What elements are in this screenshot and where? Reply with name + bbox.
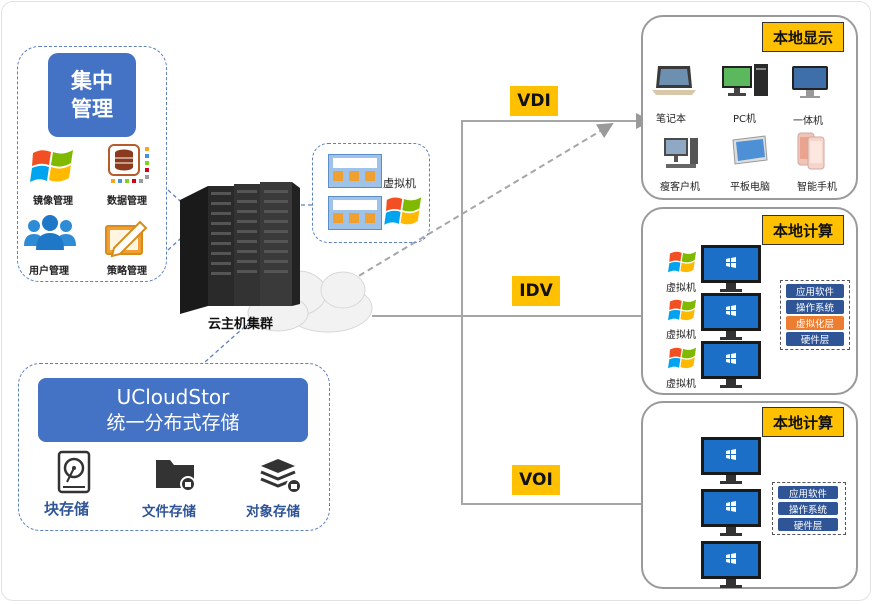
storage-title-line2: 统一分布式存储: [106, 412, 240, 434]
management-box: [17, 46, 167, 282]
monitor-icon: [701, 245, 761, 292]
mode-voi-label: VOI: [512, 465, 560, 495]
server-cluster: [180, 182, 373, 333]
idv-vm-windows-icon-2: [668, 299, 697, 321]
voi-layer-os: 操作系统: [778, 502, 838, 516]
stack-icon: [260, 459, 302, 494]
smartphone-icon: [797, 132, 825, 170]
monitor-icon: [701, 293, 761, 340]
voi-layer-stack: [772, 482, 846, 535]
storage-title: UCloudStor 统一分布式存储: [38, 378, 308, 442]
monitor-icon: [701, 489, 761, 536]
voi-panel-tag: 本地计算: [762, 407, 844, 437]
desktop-pc-icon: [722, 64, 768, 96]
idv-monitor-1: [700, 244, 762, 298]
idv-vm-label-2: 虚拟机: [666, 330, 696, 341]
idv-monitor-2: [700, 292, 762, 346]
idv-vm-windows-icon-3: [668, 347, 697, 369]
storage-object-label: 对象存储: [246, 504, 300, 520]
voi-monitor-3: [700, 540, 762, 594]
idv-panel-tag: 本地计算: [762, 215, 844, 245]
server-racks: [180, 182, 300, 314]
mgmt-item-data-label: 数据管理: [107, 196, 147, 207]
idv-vm-label-1: 虚拟机: [666, 283, 696, 294]
storage-connector: [204, 321, 251, 363]
cluster-label: 云主机集群: [208, 317, 274, 332]
idv-layer-stack: [780, 280, 850, 350]
laptop-icon: [652, 66, 696, 95]
voi-layer-app: 应用软件: [778, 486, 838, 500]
tablet-icon: [732, 135, 768, 165]
hard-disk-icon: [57, 450, 91, 494]
mgmt-item-image-label: 镜像管理: [33, 196, 73, 207]
thin-client-icon: [664, 138, 698, 168]
idv-vm-windows-icon-1: [668, 251, 697, 273]
voi-monitor-2: [700, 488, 762, 542]
monitor-icon: [701, 341, 761, 388]
idv-layer-hardware: 硬件层: [786, 332, 844, 346]
database-icon: [108, 144, 149, 183]
folder-icon: [156, 460, 196, 492]
vm-label: 虚拟机: [383, 177, 416, 190]
all-in-one-icon: [792, 66, 828, 98]
mode-vdi-label: VDI: [510, 86, 558, 116]
vm-windows-logo-icon: [384, 197, 422, 225]
vdi-device-thin-client-label: 瘦客户机: [660, 182, 700, 193]
pencil-board-icon: [105, 220, 148, 258]
vdi-device-aio-label: 一体机: [793, 116, 823, 127]
mode-idv-label: IDV: [512, 276, 560, 306]
monitor-icon: [701, 541, 761, 588]
vm-image-1: [328, 154, 382, 188]
vdi-dashed-arrow: [341, 122, 614, 287]
voi-layer-hardware: 硬件层: [778, 518, 838, 532]
vm-image-2: [328, 196, 382, 230]
users-icon: [24, 215, 76, 250]
vdi-device-pc-label: PC机: [733, 114, 757, 125]
storage-box: [18, 363, 330, 531]
idv-monitor-3: [700, 340, 762, 394]
storage-block-label: 块存储: [44, 500, 90, 518]
voi-monitor-1: [700, 436, 762, 490]
idv-layer-app: 应用软件: [786, 284, 844, 298]
idv-layer-virtualization: 虚拟化层: [786, 316, 844, 330]
mgmt-item-policy-label: 策略管理: [107, 266, 147, 277]
monitor-icon: [701, 437, 761, 484]
management-title-line1: 集中: [71, 69, 113, 93]
vm-box: [312, 143, 430, 243]
mgmt-item-user-label: 用户管理: [29, 266, 69, 277]
management-title-line2: 管理: [71, 97, 113, 121]
management-title: 集中 管理: [48, 53, 136, 137]
storage-title-line1: UCloudStor: [116, 385, 230, 409]
vdi-device-laptop-label: 笔记本: [656, 114, 686, 125]
vdi-panel-tag: 本地显示: [762, 22, 844, 52]
vdi-device-phone-label: 智能手机: [797, 182, 837, 193]
idv-layer-os: 操作系统: [786, 300, 844, 314]
vdi-device-tablet-label: 平板电脑: [730, 182, 770, 193]
windows-logo-icon: [30, 150, 73, 182]
idv-vm-label-3: 虚拟机: [666, 379, 696, 390]
storage-file-label: 文件存储: [142, 504, 196, 520]
